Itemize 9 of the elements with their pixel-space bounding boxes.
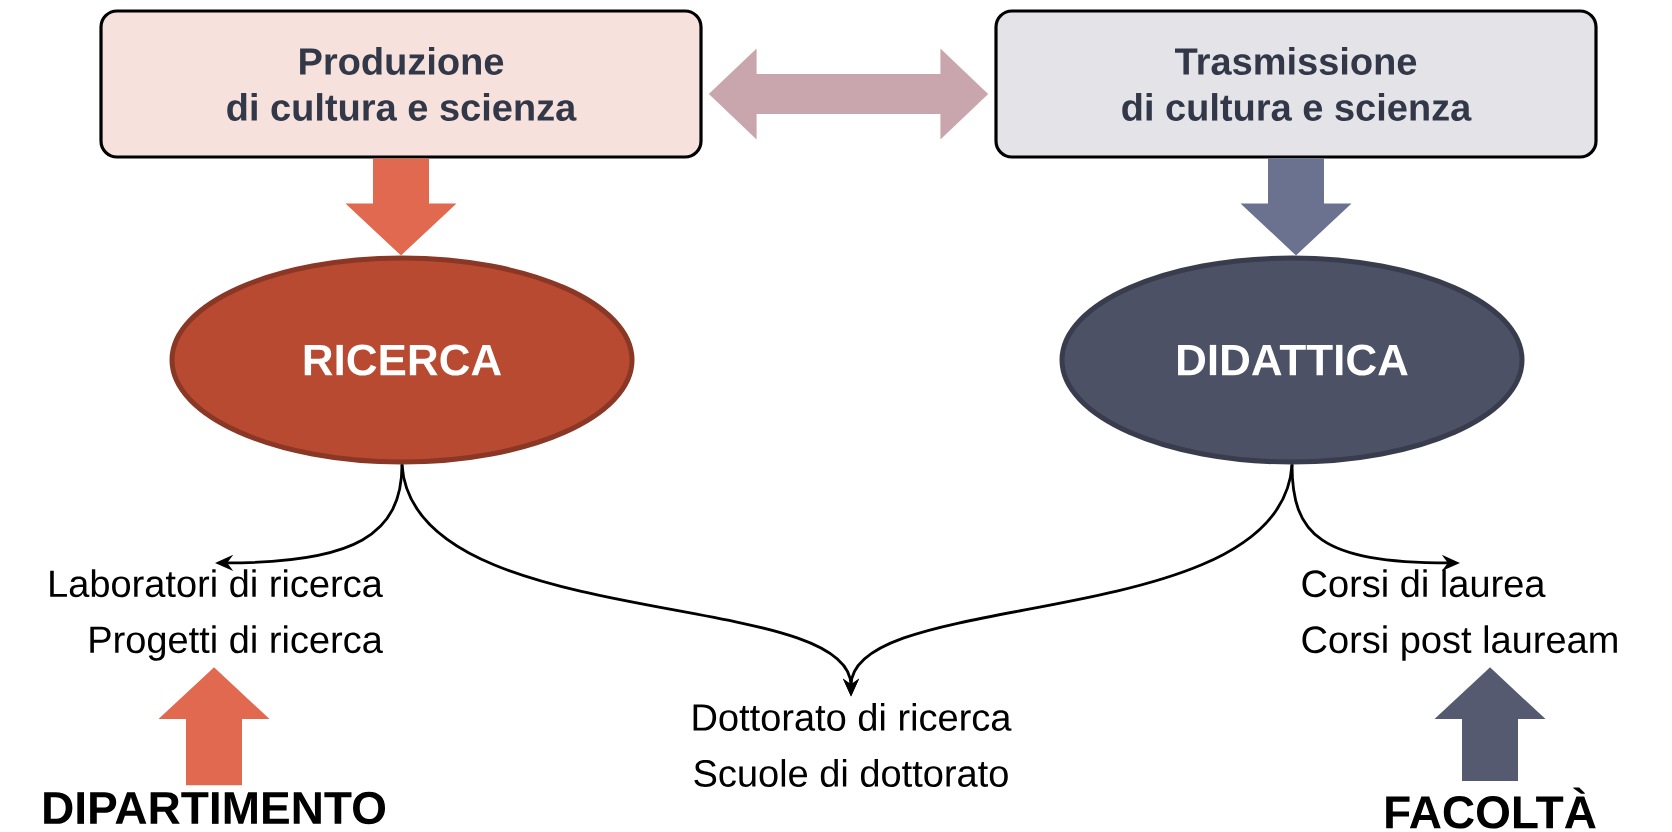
text-label: Laboratori di ricerca Progetti di ricerca (50, 569, 383, 661)
text-label: Corsi di laurea Corsi post lauream (1302, 569, 1617, 661)
process-box: Produzione di cultura e scienza (99, 9, 703, 159)
process-box: Trasmissione di cultura e scienza (994, 9, 1598, 159)
text-label: Dottorato di ricerca Scuole di dottorato (693, 703, 1012, 787)
heading-text: FACOLTÀ (1386, 787, 1596, 829)
oval-node: RICERCA (169, 255, 635, 465)
oval-node: DIDATTICA (1059, 255, 1525, 465)
heading-text: DIPARTIMENTO (44, 791, 385, 825)
